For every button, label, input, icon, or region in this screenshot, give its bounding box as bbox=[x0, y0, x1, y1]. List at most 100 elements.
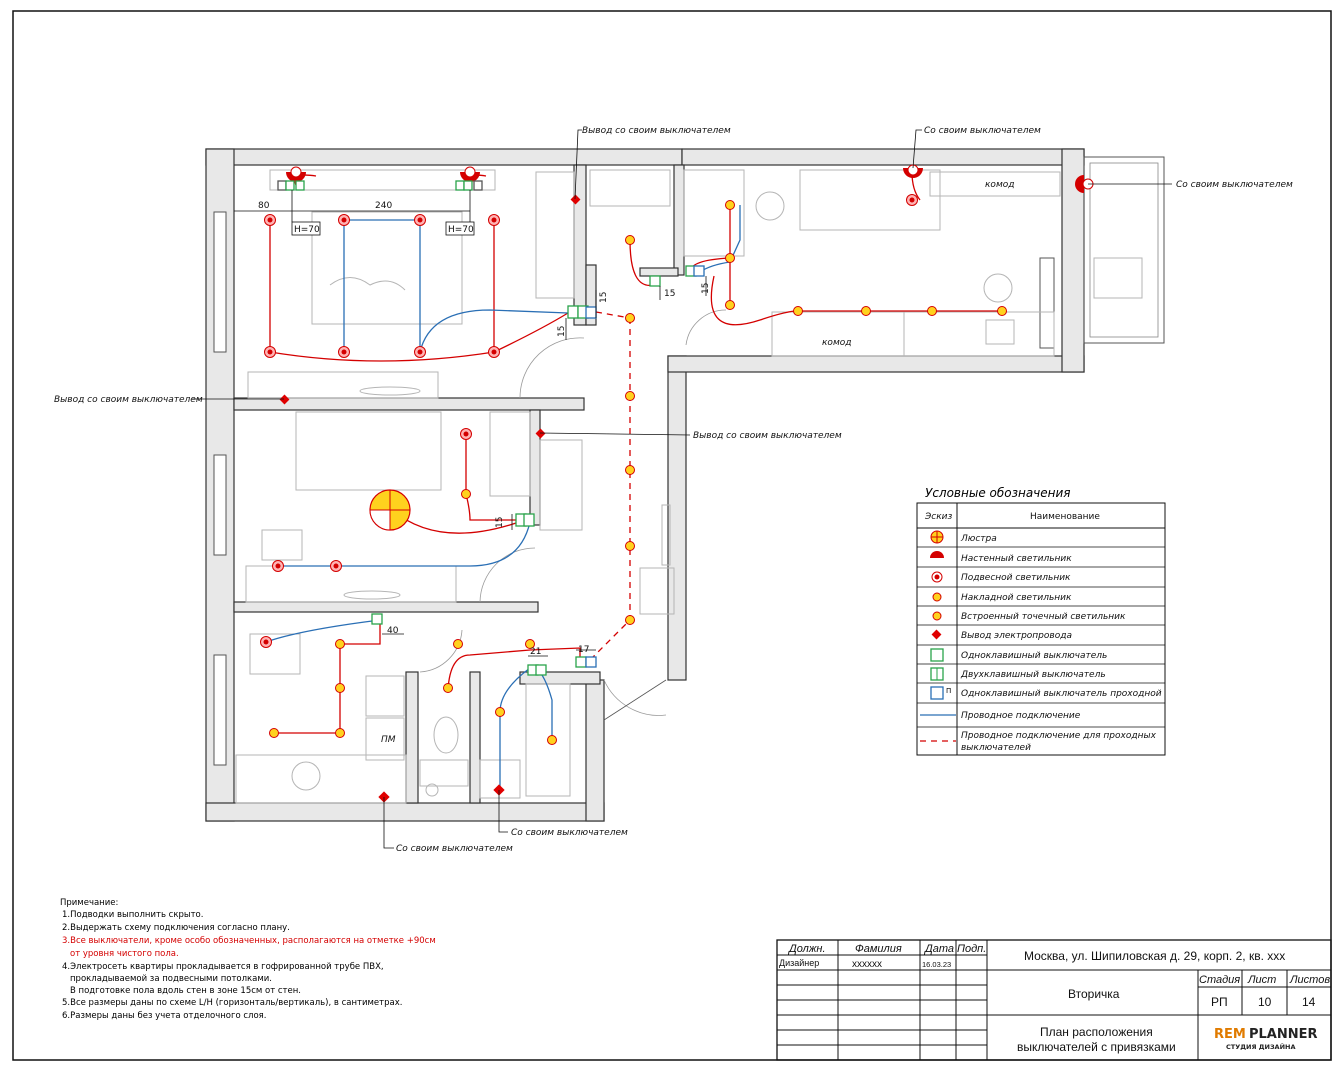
legend-head-name: Наименование bbox=[1030, 512, 1100, 522]
chandelier-icon bbox=[369, 489, 411, 531]
furniture bbox=[235, 169, 1143, 804]
svg-text:REM: REM bbox=[1214, 1027, 1246, 1042]
pendant-light-core bbox=[341, 217, 347, 223]
pendant-light-core bbox=[417, 349, 423, 355]
spot-light-icon bbox=[625, 465, 635, 475]
leader-lines bbox=[192, 129, 1172, 849]
spot-light-icon bbox=[625, 391, 635, 401]
legend-item-wire-pass-2: выключателей bbox=[961, 743, 1031, 753]
tb-stage: РП bbox=[1211, 995, 1228, 1009]
spot-light-icon bbox=[453, 639, 463, 649]
spot-light-icon bbox=[725, 200, 735, 210]
legend-wall-lamp-icon bbox=[930, 551, 944, 558]
pendant-light-core bbox=[333, 563, 339, 569]
walls bbox=[205, 148, 1165, 822]
callout-wall-lamp-living: Со своим выключателем bbox=[924, 126, 1041, 136]
wiring bbox=[265, 171, 1002, 790]
tb-drawing-title-1: План расположения bbox=[1040, 1025, 1153, 1039]
spot-light-icon bbox=[525, 639, 535, 649]
tb-drawing-title-2: выключателей с привязками bbox=[1017, 1040, 1176, 1054]
note-line: 5.Все размеры даны по схеме L/H (горизон… bbox=[62, 998, 402, 1008]
spot-light-icon bbox=[443, 683, 453, 693]
dim-15-e: 15 bbox=[495, 517, 505, 528]
svg-text:СТУДИЯ ДИЗАЙНА: СТУДИЯ ДИЗАЙНА bbox=[1226, 1042, 1296, 1051]
title-block: Должн. Фамилия Дата Подп. Дизайнер ххххх… bbox=[776, 939, 1332, 1061]
legend: Условные обозначения Эскиз Наименование … bbox=[916, 486, 1166, 756]
legend-outlet-icon bbox=[931, 629, 942, 640]
tb-date: 16.03.23 bbox=[922, 960, 951, 969]
spot-light-icon bbox=[461, 489, 471, 499]
sheet-border bbox=[12, 10, 1332, 1061]
dim-17: 17 bbox=[578, 645, 589, 655]
doors bbox=[419, 309, 727, 721]
note-line: 3.Все выключатели, кроме особо обозначен… bbox=[62, 936, 436, 946]
dim-40: 40 bbox=[387, 626, 399, 636]
dim-15-b: 15 bbox=[599, 292, 609, 303]
legend-pass-mark: П bbox=[946, 687, 951, 695]
legend-spot-icon bbox=[932, 611, 942, 621]
callout-kitchen: Со своим выключателем bbox=[396, 844, 513, 854]
note-line: 6.Размеры даны без учета отделочного сло… bbox=[62, 1011, 266, 1021]
dim-15-a: 15 bbox=[557, 326, 567, 337]
legend-item-wire: Проводное подключение bbox=[961, 711, 1081, 721]
pendant-light-core bbox=[463, 431, 469, 437]
note-line: 2.Выдержать схему подключения согласно п… bbox=[62, 923, 290, 933]
dim-15-d: 15 bbox=[701, 283, 711, 294]
legend-item-wire-pass-1: Проводное подключение для проходных bbox=[961, 731, 1157, 741]
legend-head-sketch: Эскиз bbox=[924, 512, 953, 522]
brand-logo: REM PLANNER СТУДИЯ ДИЗАЙНА bbox=[1214, 1027, 1318, 1051]
tb-head-role: Должн. bbox=[787, 943, 826, 955]
legend-switch-1-icon bbox=[930, 648, 944, 662]
spot-light-icon bbox=[495, 707, 505, 717]
callout-outlet-bedroom: Вывод со своим выключателем bbox=[54, 395, 203, 405]
pendant-light-core bbox=[275, 563, 281, 569]
pendant-light-core bbox=[267, 217, 273, 223]
spot-light-icon bbox=[269, 728, 279, 738]
pendant-light-core bbox=[491, 349, 497, 355]
komod-label-1: комод bbox=[985, 180, 1014, 190]
note-line: 1.Подводки выполнить скрыто. bbox=[62, 910, 203, 920]
dim-h70-left: H=70 bbox=[294, 225, 320, 235]
note-line: от уровня чистого пола. bbox=[70, 949, 179, 959]
tb-sheet: 10 bbox=[1258, 995, 1272, 1009]
legend-switch-pass-icon bbox=[930, 686, 944, 700]
pendant-light-core bbox=[267, 349, 273, 355]
spot-light-icon bbox=[997, 306, 1007, 316]
legend-item-chandelier: Люстра bbox=[960, 534, 997, 544]
legend-item-switch-1: Одноклавишный выключатель bbox=[961, 651, 1107, 661]
spot-light-icon bbox=[725, 300, 735, 310]
light-fixtures bbox=[260, 194, 1007, 745]
legend-item-switch-2: Двухклавишный выключатель bbox=[960, 670, 1106, 680]
spot-light-icon bbox=[547, 735, 557, 745]
legend-item-surface: Накладной светильник bbox=[961, 593, 1072, 603]
svg-text:PLANNER: PLANNER bbox=[1249, 1027, 1318, 1042]
tb-head-name: Фамилия bbox=[855, 943, 902, 955]
spot-light-icon bbox=[793, 306, 803, 316]
pendant-light-core bbox=[341, 349, 347, 355]
legend-surface-icon bbox=[932, 592, 942, 602]
legend-item-outlet: Вывод электропровода bbox=[961, 631, 1072, 641]
tb-sheets: 14 bbox=[1302, 995, 1316, 1009]
spot-light-icon bbox=[335, 639, 345, 649]
tb-head-sheet: Лист bbox=[1247, 974, 1276, 986]
dim-21: 21 bbox=[530, 647, 541, 657]
tb-project: Вторичка bbox=[1068, 987, 1120, 1001]
notes: Примечание: 1.Подводки выполнить скрыто.… bbox=[60, 898, 436, 1021]
note-line: прокладываемой за подвесными потолками. bbox=[70, 974, 272, 984]
pendant-light-core bbox=[909, 197, 915, 203]
dimensions bbox=[234, 190, 707, 657]
dim-15-c: 15 bbox=[664, 289, 675, 299]
fridge-label: ПМ bbox=[381, 735, 396, 745]
dim-h70-right: H=70 bbox=[448, 225, 474, 235]
tb-head-stage: Стадия bbox=[1199, 974, 1240, 986]
note-line: В подготовке пола вдоль стен в зоне 15см… bbox=[70, 986, 301, 996]
legend-item-pendant: Подвесной светильник bbox=[961, 573, 1071, 583]
legend-item-wall-lamp: Настенный светильник bbox=[961, 554, 1072, 564]
spot-light-icon bbox=[625, 313, 635, 323]
spot-light-icon bbox=[625, 235, 635, 245]
callout-outlet-wardrobe: Вывод со своим выключателем bbox=[693, 431, 842, 441]
tb-role: Дизайнер bbox=[779, 958, 819, 968]
spot-light-icon bbox=[927, 306, 937, 316]
legend-item-spot: Встроенный точечный светильник bbox=[961, 612, 1126, 622]
